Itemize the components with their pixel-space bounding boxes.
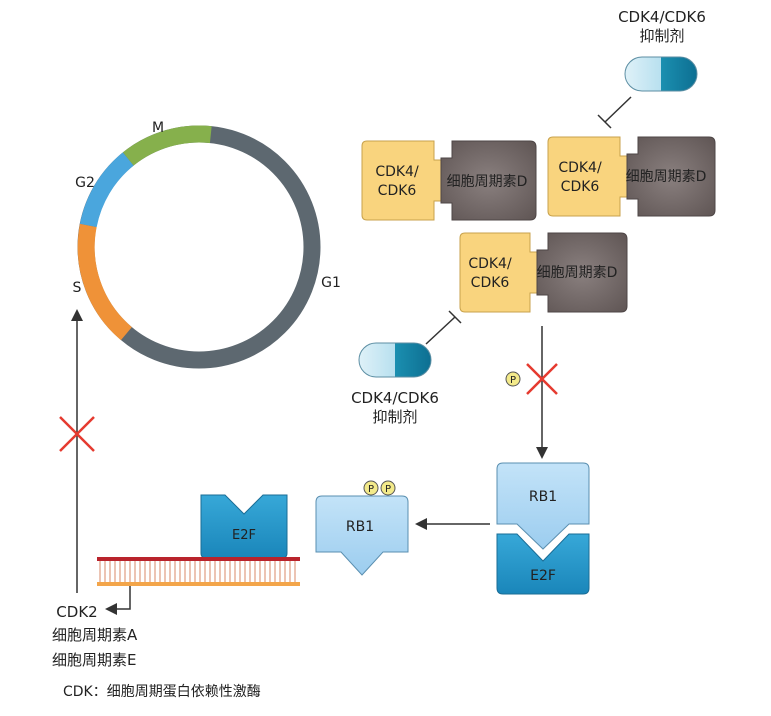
cdk-label-line2: CDK6	[471, 275, 510, 291]
phase-g2-label: G2	[75, 175, 95, 191]
inhibitor-left-name: CDK4/CDK6	[351, 389, 439, 407]
inhibitor-top-name: CDK4/CDK6	[618, 8, 706, 26]
target-cdk2: CDK2	[56, 603, 97, 621]
cdk-cyclin-complex-2: CDK4/ CDK6 细胞周期素D	[547, 136, 716, 217]
cyclin-label: 细胞周期素D	[537, 265, 618, 281]
block-cross-left	[59, 416, 95, 452]
svg-text:P: P	[368, 484, 374, 495]
phase-m-label: M	[152, 120, 164, 136]
svg-text:P: P	[510, 375, 516, 386]
inhibition-line-left	[425, 316, 456, 345]
dna-strand	[97, 557, 300, 586]
cdk-block	[547, 136, 631, 217]
e2f-on-dna: E2F	[200, 494, 288, 559]
cyclin-block	[626, 136, 716, 217]
cdk-label-line1: CDK4/	[468, 256, 512, 272]
phosphate-icon: P	[505, 371, 521, 387]
cdk-label-line1: CDK4/	[375, 164, 419, 180]
cyclin-block	[440, 140, 537, 221]
rb1-label: RB1	[529, 489, 557, 505]
rb1-e2f-complex: RB1 E2F	[496, 462, 590, 595]
cell-cycle-ring	[77, 125, 321, 369]
ring-m-segment	[122, 125, 212, 166]
inhibitor-left-label: 抑制剂	[372, 408, 417, 426]
ring-g2-segment	[79, 152, 134, 228]
rb1-free-label: RB1	[346, 519, 374, 535]
cyclin-block	[536, 232, 628, 313]
block-cross-right	[526, 363, 558, 395]
inhibition-bar-top	[597, 114, 612, 129]
e2f-dna-label: E2F	[232, 528, 256, 543]
arrow-transcription	[105, 586, 131, 615]
inhibition-line-top	[604, 96, 632, 123]
rb1-free: RB1 P P	[315, 480, 409, 576]
target-cyclin-a: 细胞周期素A	[52, 626, 138, 644]
cdk-block	[361, 140, 445, 221]
cdk-label-line2: CDK6	[561, 179, 600, 195]
e2f-protein	[496, 533, 590, 595]
e2f-dna-protein	[200, 494, 288, 559]
rb1-protein	[496, 462, 590, 550]
e2f-label: E2F	[530, 568, 556, 584]
cdk-cyclin-complex-1: CDK4/ CDK6 细胞周期素D	[361, 140, 537, 221]
inhibition-bar-left	[448, 310, 462, 324]
cyclin-label: 细胞周期素D	[447, 174, 528, 190]
inhibitor-capsule-left-icon	[358, 342, 432, 378]
phase-g1-label: G1	[321, 275, 341, 291]
phosphate-icon: P	[380, 480, 396, 496]
inhibitor-capsule-top-icon	[624, 56, 698, 92]
phosphate-icon: P	[363, 480, 379, 496]
target-cyclin-e: 细胞周期素E	[52, 651, 136, 669]
phase-s-label: S	[73, 280, 82, 296]
cdk-label-line2: CDK6	[378, 183, 417, 199]
cyclin-label: 细胞周期素D	[626, 169, 707, 185]
ring-s-segment	[77, 223, 133, 341]
svg-text:P: P	[385, 484, 391, 495]
cdk-label-line1: CDK4/	[558, 160, 602, 176]
footnote: CDK：细胞周期蛋白依赖性激酶	[63, 683, 261, 700]
cdk-block	[459, 232, 541, 313]
cdk-cyclin-complex-3: CDK4/ CDK6 细胞周期素D	[459, 232, 628, 313]
rb1-free-protein	[315, 495, 409, 576]
inhibitor-top-label: 抑制剂	[639, 27, 684, 45]
